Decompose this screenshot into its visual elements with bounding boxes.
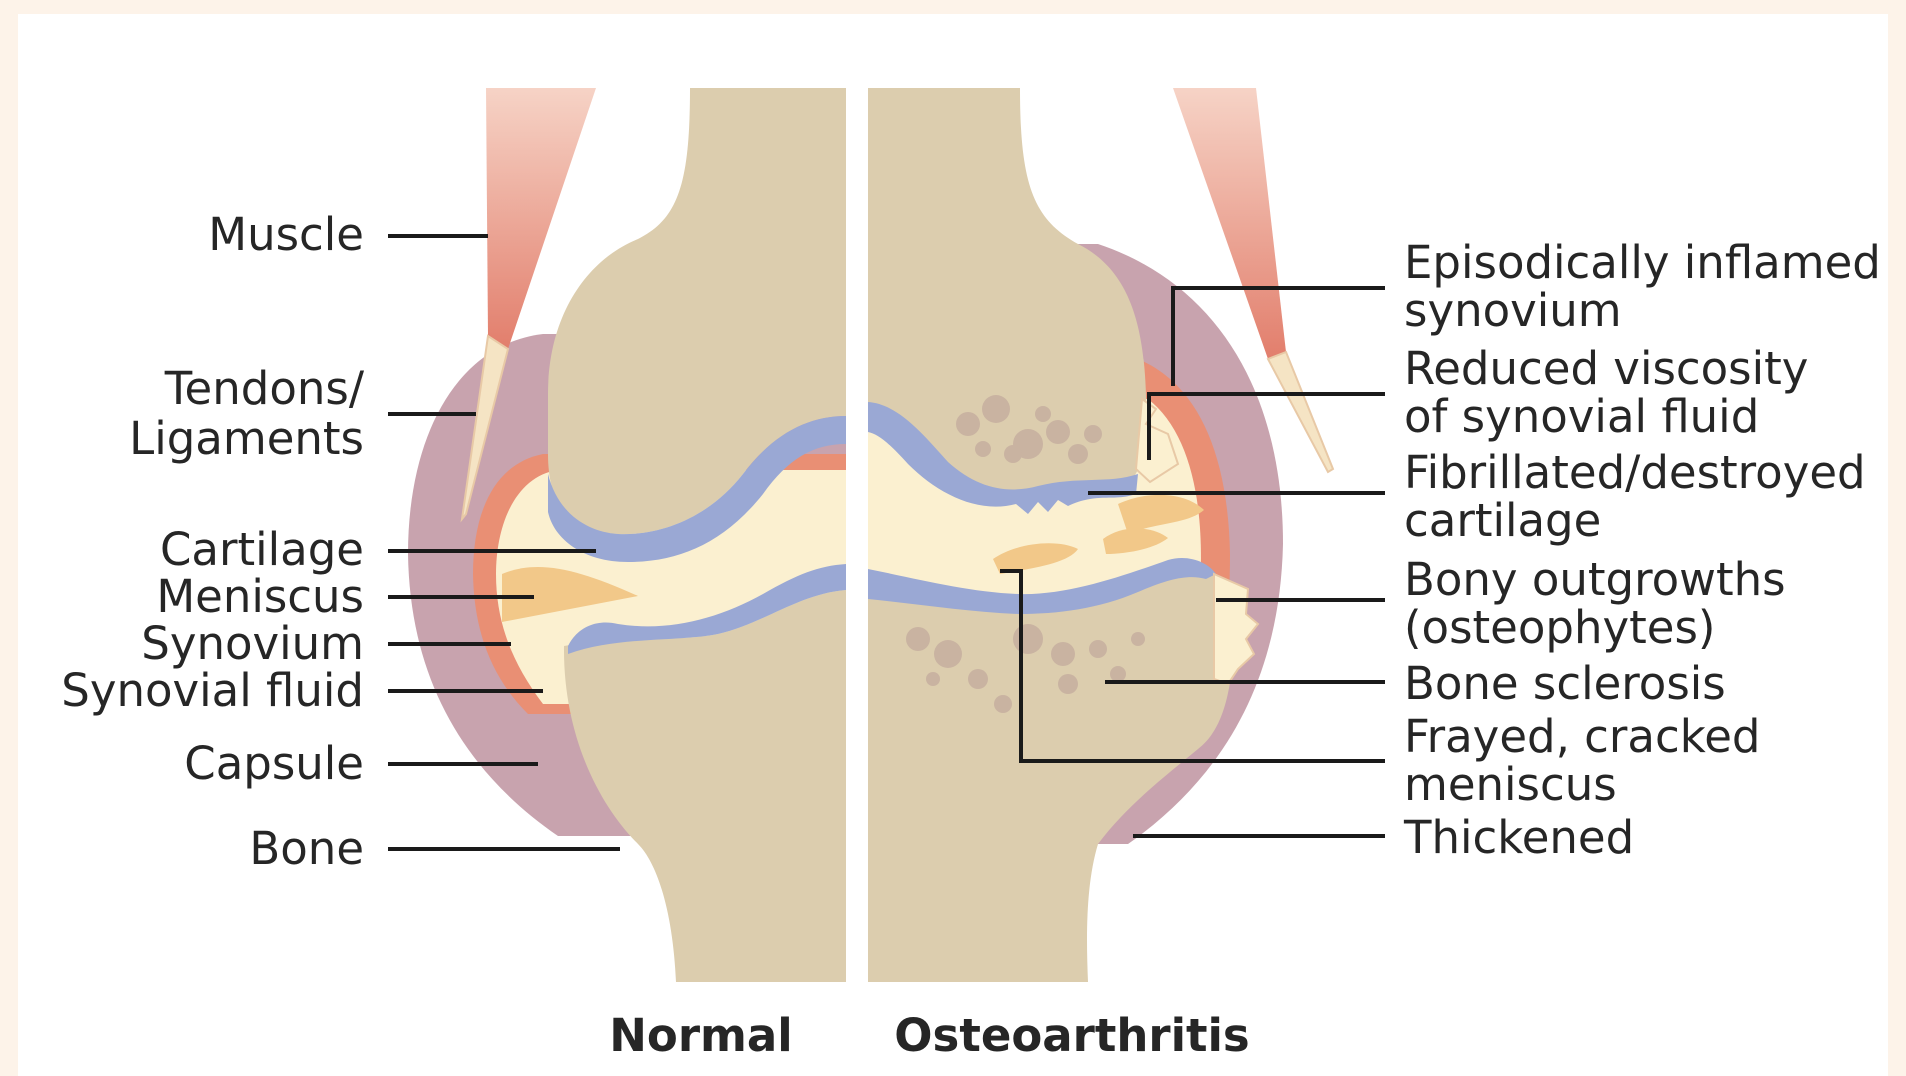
knee-joint-diagram: Muscle Tendons/ Ligaments Cartilage Meni… <box>18 14 1888 1076</box>
label-bony-2: (osteophytes) <box>1404 601 1715 654</box>
label-muscle: Muscle <box>208 208 364 261</box>
label-tendons-2: Ligaments <box>129 412 364 465</box>
label-viscosity-1: Reduced viscosity <box>1404 342 1808 395</box>
normal-tibia <box>564 590 846 982</box>
diagram-canvas: Muscle Tendons/ Ligaments Cartilage Meni… <box>18 14 1888 1076</box>
label-bony-1: Bony outgrowths <box>1404 553 1786 606</box>
label-capsule: Capsule <box>184 737 364 790</box>
label-frayed-2: meniscus <box>1404 758 1617 811</box>
label-viscosity-2: of synovial fluid <box>1404 390 1759 443</box>
label-inflamed-2: synovium <box>1404 284 1622 337</box>
label-meniscus: Meniscus <box>156 570 364 623</box>
label-synovial-fluid: Synovial fluid <box>61 664 364 717</box>
caption-osteoarthritis: Osteoarthritis <box>894 1009 1249 1062</box>
centre-divider <box>846 88 868 988</box>
label-thickened: Thickened <box>1403 811 1634 864</box>
label-inflamed-1: Episodically inflamed <box>1404 236 1881 289</box>
label-synovium: Synovium <box>141 617 364 670</box>
label-tendons-1: Tendons/ <box>164 362 365 415</box>
caption-normal: Normal <box>609 1009 792 1062</box>
label-fibrillated-2: cartilage <box>1404 494 1601 547</box>
oa-tendon <box>1268 352 1333 472</box>
oa-joint <box>868 88 1333 982</box>
label-sclerosis: Bone sclerosis <box>1404 657 1726 710</box>
label-frayed-1: Frayed, cracked <box>1404 710 1760 763</box>
label-fibrillated-1: Fibrillated/destroyed <box>1404 446 1866 499</box>
label-bone: Bone <box>249 822 364 875</box>
label-cartilage: Cartilage <box>160 523 364 576</box>
